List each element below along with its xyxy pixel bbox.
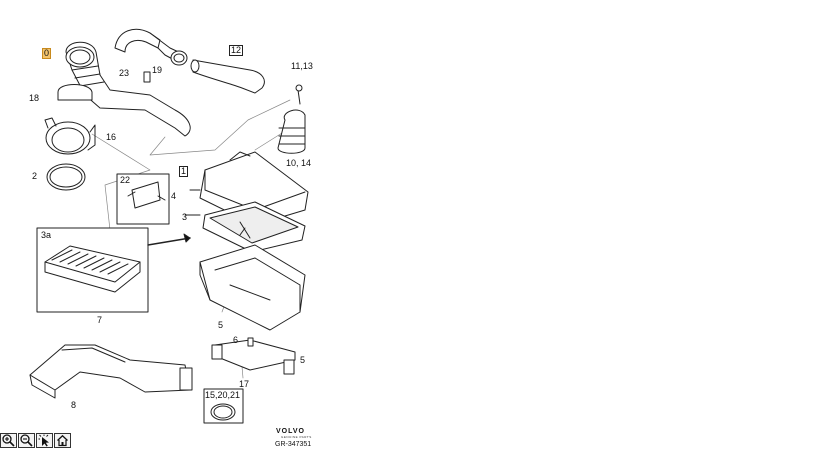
zoom-in-icon bbox=[2, 434, 15, 447]
zoom-in-button[interactable] bbox=[0, 433, 17, 448]
duct-7-8 bbox=[29, 344, 193, 399]
zoom-out-icon bbox=[20, 434, 33, 447]
maf-sensor bbox=[44, 84, 96, 155]
gasket-2 bbox=[46, 163, 86, 191]
pointer-button[interactable] bbox=[36, 433, 53, 448]
intake-hose bbox=[65, 41, 191, 137]
label-7[interactable]: 7 bbox=[97, 315, 103, 325]
label-3a[interactable]: 3a bbox=[41, 230, 52, 240]
label-18[interactable]: 18 bbox=[29, 93, 40, 103]
home-button[interactable] bbox=[54, 433, 71, 448]
pointer-icon bbox=[38, 434, 49, 447]
label-4[interactable]: 4 bbox=[171, 191, 177, 201]
label-22[interactable]: 22 bbox=[120, 175, 131, 185]
bolt-23 bbox=[143, 71, 151, 83]
label-19[interactable]: 19 bbox=[152, 65, 163, 75]
viewer-toolbar bbox=[0, 433, 72, 449]
label-1[interactable]: 1 bbox=[179, 166, 189, 177]
airbox-lower bbox=[199, 244, 306, 331]
label-8[interactable]: 8 bbox=[71, 400, 77, 410]
label-6[interactable]: 6 bbox=[233, 335, 239, 345]
hose-19 bbox=[114, 28, 188, 66]
brand-logo: VOLVO bbox=[276, 428, 305, 435]
label-3[interactable]: 3 bbox=[182, 212, 188, 222]
label-11-13[interactable]: 11,13 bbox=[291, 61, 313, 71]
label-2[interactable]: 2 bbox=[32, 171, 38, 181]
label-0[interactable]: 0 bbox=[42, 48, 52, 59]
zoom-out-button[interactable] bbox=[18, 433, 35, 448]
hose-10-14 bbox=[277, 84, 306, 154]
label-5-mount[interactable]: 5 bbox=[300, 355, 306, 365]
bracket-17 bbox=[211, 337, 296, 375]
filter-3 bbox=[202, 201, 306, 253]
label-5-airbox[interactable]: 5 bbox=[218, 320, 224, 330]
diagram-reference: GR-347351 bbox=[275, 441, 312, 448]
label-17[interactable]: 17 bbox=[239, 379, 250, 389]
label-16[interactable]: 16 bbox=[106, 132, 117, 142]
label-12[interactable]: 12 bbox=[229, 45, 244, 56]
label-15-20-21[interactable]: 15,20,21 bbox=[205, 390, 241, 400]
label-10-14[interactable]: 10, 14 bbox=[286, 158, 312, 168]
airbox-cover bbox=[184, 151, 309, 226]
hose-12 bbox=[190, 59, 265, 94]
brand-subtitle: GENUINE PARTS bbox=[281, 435, 312, 439]
home-icon bbox=[57, 434, 68, 447]
label-23[interactable]: 23 bbox=[119, 68, 130, 78]
